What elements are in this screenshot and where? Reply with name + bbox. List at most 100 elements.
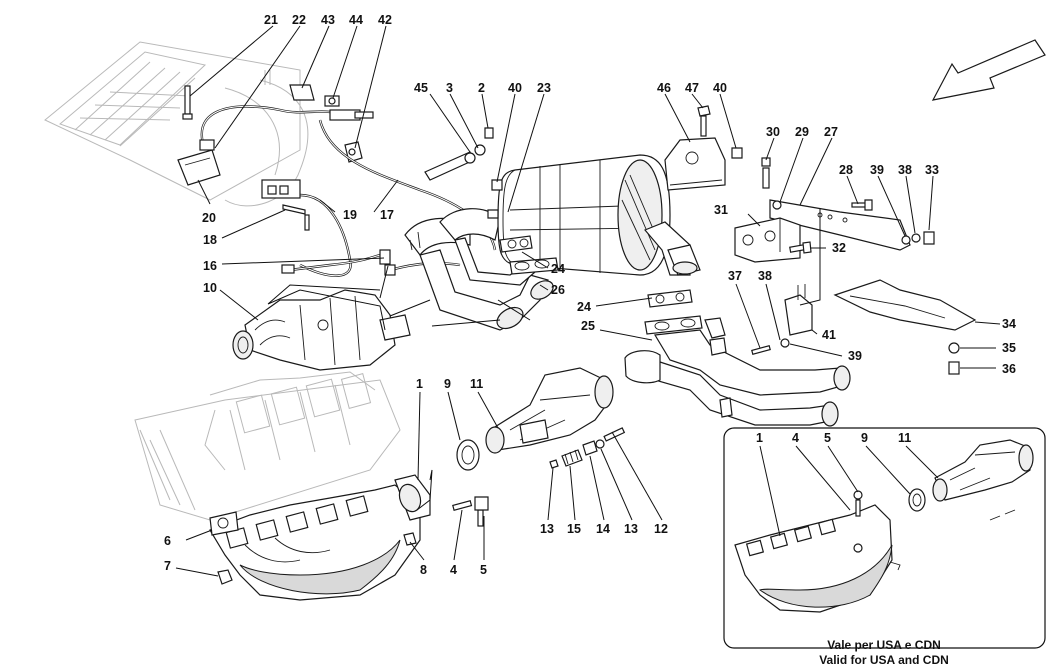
sensor-cable-19	[299, 193, 352, 277]
gasket-24-lower	[647, 289, 693, 308]
engine-block-ghost	[134, 371, 401, 521]
bracket-46	[664, 137, 726, 191]
callout-4: 4	[450, 563, 457, 577]
engine-bay-ghost	[44, 41, 309, 207]
nut-40	[491, 147, 743, 191]
spring-fasteners-13-15-14-12	[549, 427, 626, 469]
connector-18	[261, 179, 310, 231]
nut-7	[217, 569, 233, 585]
bracket-20	[177, 149, 221, 186]
callout-2: 2	[478, 81, 485, 95]
callout-45: 45	[414, 81, 428, 95]
inset-ring-9	[908, 488, 926, 512]
callout-31: 31	[714, 203, 728, 217]
gasket-6	[209, 511, 239, 536]
silencer-23	[487, 154, 671, 276]
tailpipe-assembly	[624, 317, 851, 427]
callout-43: 43	[321, 13, 335, 27]
silencer-outlet-pipes	[644, 221, 701, 276]
callout-1: 1	[416, 377, 423, 391]
callout-5: 5	[480, 563, 487, 577]
callout-13: 13	[540, 522, 554, 536]
gasket-24-upper	[499, 235, 559, 275]
gasket-25	[644, 315, 703, 335]
callout-14: 14	[596, 522, 610, 536]
callout-42: 42	[378, 13, 392, 27]
bolt-4-5	[452, 496, 489, 527]
ring-9	[456, 439, 480, 471]
callout-38b: 38	[758, 269, 772, 283]
callout-8: 8	[420, 563, 427, 577]
callout-11: 11	[470, 377, 483, 391]
callout-36: 36	[1002, 362, 1016, 376]
callout-38: 38	[898, 163, 912, 177]
callout-3: 3	[446, 81, 453, 95]
direction-arrow-icon	[931, 39, 1046, 101]
inset-manifold-1	[734, 490, 893, 613]
callout-25: 25	[581, 319, 595, 333]
callout-20: 20	[202, 211, 216, 225]
washers-39-38-33	[901, 231, 935, 245]
sensor-44	[324, 95, 340, 107]
lambda-sensor-cable-22	[199, 105, 331, 151]
bolt-21	[182, 85, 193, 120]
callout-26: 26	[551, 283, 565, 297]
callout-13b: 13	[624, 522, 638, 536]
flex-pipe-26	[404, 208, 554, 331]
bolt-47	[697, 105, 711, 137]
flex-pipe-11	[485, 367, 614, 454]
inset-callout-4: 4	[792, 431, 799, 445]
callout-32: 32	[832, 241, 846, 255]
callout-39b: 39	[848, 349, 862, 363]
inset-caption-italian: Vale per USA e CDN	[827, 638, 941, 652]
callout-6: 6	[164, 534, 171, 548]
callout-35: 35	[1002, 341, 1016, 355]
nut-8	[403, 532, 417, 546]
callout-18: 18	[203, 233, 217, 247]
inset-flex-pipe-11	[932, 439, 1034, 521]
callout-24b: 24	[577, 300, 591, 314]
callout-17: 17	[380, 208, 394, 222]
bolt-37	[751, 338, 790, 355]
callout-30: 30	[766, 125, 780, 139]
callout-41: 41	[822, 328, 836, 342]
lambda-probe-16	[281, 249, 461, 276]
callout-40: 40	[508, 81, 522, 95]
callout-27: 27	[824, 125, 838, 139]
callout-37: 37	[728, 269, 742, 283]
fasteners-35-36	[948, 342, 960, 375]
callout-29: 29	[795, 125, 809, 139]
callout-40b: 40	[713, 81, 727, 95]
catalytic-converter-10	[232, 289, 411, 371]
callout-22: 22	[292, 13, 306, 27]
usa-cdn-inset	[723, 427, 1046, 649]
leader-lines	[175, 25, 1001, 577]
callout-39: 39	[870, 163, 884, 177]
callout-23: 23	[537, 81, 551, 95]
callout-16: 16	[203, 259, 217, 273]
callout-12: 12	[654, 522, 668, 536]
callout-10: 10	[203, 281, 217, 295]
bolt-32	[789, 241, 812, 254]
callout-24: 24	[551, 262, 565, 276]
callout-44: 44	[349, 13, 363, 27]
inset-callout-11: 11	[898, 431, 911, 445]
clamp-42	[329, 109, 374, 163]
callout-15: 15	[567, 522, 581, 536]
inset-caption-english: Valid for USA and CDN	[819, 653, 949, 667]
callout-9: 9	[444, 377, 451, 391]
exhaust-manifold-1	[209, 474, 431, 601]
callout-7: 7	[164, 559, 171, 573]
bracket-41	[784, 284, 813, 336]
callout-19: 19	[343, 208, 357, 222]
callout-labels: 21 22 43 44 42 45 3 2 40 23 46 47 40 30 …	[164, 13, 1016, 667]
callout-28: 28	[839, 163, 853, 177]
inset-callout-5: 5	[824, 431, 831, 445]
callout-47: 47	[685, 81, 699, 95]
callout-46: 46	[657, 81, 671, 95]
inset-callout-1: 1	[756, 431, 763, 445]
callout-21: 21	[264, 13, 278, 27]
fasteners-28-29-30	[761, 157, 873, 211]
inset-callout-9: 9	[861, 431, 868, 445]
callout-33: 33	[925, 163, 939, 177]
